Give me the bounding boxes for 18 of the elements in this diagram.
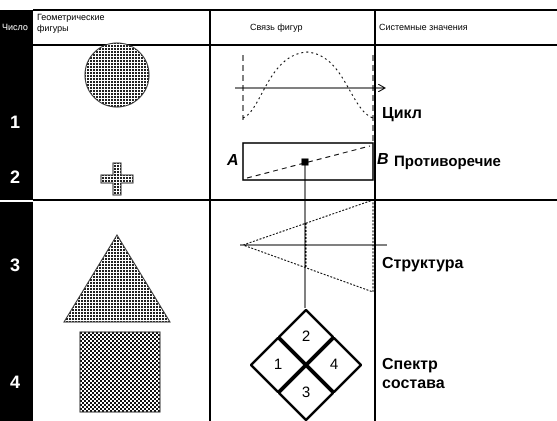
header-cell-text: Геометрические фигуры bbox=[37, 12, 106, 34]
meaning-label: Структура bbox=[382, 255, 464, 273]
header-cell: Системные значения bbox=[379, 22, 468, 32]
quadrant-number: 4 bbox=[328, 356, 340, 373]
row-number: 2 bbox=[10, 167, 20, 188]
point-letter: B bbox=[377, 151, 389, 169]
quadrant-number: 3 bbox=[300, 384, 312, 401]
header-cell: Связь фигур bbox=[250, 22, 302, 32]
quadrant-number: 1 bbox=[272, 356, 284, 373]
header-cell: Число bbox=[2, 22, 28, 32]
meaning-label: Цикл bbox=[382, 105, 422, 123]
row-number: 4 bbox=[10, 372, 20, 393]
row-number: 3 bbox=[10, 255, 20, 276]
meaning-label: Спектр состава bbox=[382, 355, 446, 394]
meaning-label: Противоречие bbox=[394, 153, 501, 170]
quadrant-number: 2 bbox=[300, 328, 312, 345]
point-letter: A bbox=[227, 152, 239, 170]
row-number: 1 bbox=[10, 112, 20, 133]
